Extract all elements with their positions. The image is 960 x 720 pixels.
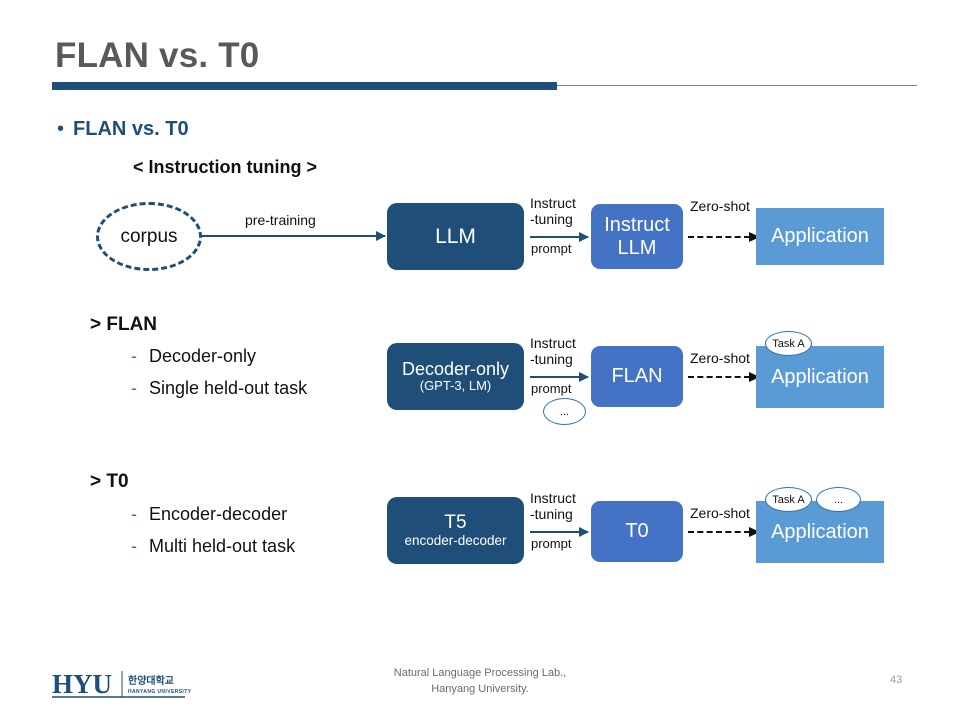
prompt-label-t0: prompt [531,536,572,551]
t0-sub-item-1: -Encoder-decoder [131,504,287,525]
svg-text:한양대학교: 한양대학교 [128,674,174,687]
section-heading-t0: > T0 [90,471,129,492]
title-rule-thick [52,82,557,90]
box-instruct-llm: Instruct LLM [591,204,683,269]
box-decoder-only: Decoder-only (GPT-3, LM) [387,343,524,410]
box-application-flan-label: Application [771,365,869,388]
instruct-line-1: Instruct [530,195,576,211]
corpus-ellipse: corpus [96,202,202,271]
zero-shot-label-top: Zero-shot [690,198,750,214]
box-llm: LLM [387,203,524,270]
box-llm-label: LLM [435,224,476,248]
zero-shot-label-t0: Zero-shot [690,505,750,521]
flan-sub-item-2-text: Single held-out task [149,378,308,398]
task-bubble-t0-a: Task A [765,487,812,512]
pretraining-arrow [200,231,386,241]
instruct-line-2: -tuning [530,505,573,522]
flan-sub-item-1-dash: - [131,346,137,366]
page-number: 43 [890,674,903,686]
instruct-tuning-label-flan: Instruct -tuning [530,335,576,368]
instruct-tuning-label-top: Instruct -tuning [530,195,576,228]
bullet-heading: • FLAN vs. T0 [57,118,189,141]
pretraining-label: pre-training [245,212,316,228]
t0-sub-item-2-dash: - [131,536,137,556]
box-application-top: Application [756,208,884,265]
corpus-label: corpus [120,225,178,247]
task-bubble-t0-ellipsis: ... [816,487,861,512]
hyu-logo: HYU 한양대학교 HANYANG UNIVERSITY [52,669,192,699]
bullet-dot-icon: • [57,118,65,140]
box-t5-line-1: T5 [444,512,467,534]
box-application-flan: Application [756,346,884,408]
zero-shot-label-flan: Zero-shot [690,350,750,366]
footer-caption-line-2: Hanyang University. [431,682,529,695]
box-application-top-label: Application [771,225,869,248]
svg-text:HYU: HYU [52,669,112,699]
ellipsis-bubble-flan: ... [543,398,586,425]
task-bubble-flan-a: Task A [765,331,812,356]
box-decoder-only-line-1: Decoder-only [401,358,510,379]
page-title: FLAN vs. T0 [55,36,260,75]
footer-caption-line-1: Natural Language Processing Lab., [393,667,567,679]
instruct-tuning-arrow-t0 [530,527,589,537]
svg-text:HANYANG UNIVERSITY: HANYANG UNIVERSITY [128,689,192,695]
box-t5: T5 encoder-decoder [387,497,524,564]
prompt-label-top: prompt [531,241,572,256]
bullet-heading-label: FLAN vs. T0 [73,118,189,140]
box-flan-label: FLAN [611,365,663,388]
instruct-tuning-arrow-top [530,232,589,242]
section-heading-flan: > FLAN [90,314,158,335]
flan-sub-item-2-dash: - [131,378,137,398]
zero-shot-arrow-flan [688,372,760,382]
instruct-tuning-arrow-flan [530,372,589,382]
instruct-tuning-label-t0: Instruct -tuning [530,490,576,523]
title-rule-thin [557,85,917,86]
t0-sub-item-1-text: Encoder-decoder [149,504,288,524]
box-flan: FLAN [591,346,683,407]
box-t5-line-2: encoder-decoder [404,533,507,549]
instruction-tuning-caption: < Instruction tuning > [133,157,317,177]
flan-sub-item-2: -Single held-out task [131,378,307,399]
zero-shot-arrow-top [688,232,760,242]
prompt-label-flan: prompt [531,381,572,396]
flan-sub-item-1-text: Decoder-only [149,346,257,366]
box-t0-label: T0 [625,520,649,543]
box-instruct-llm-line-1: Instruct [604,214,670,237]
flan-sub-item-1: -Decoder-only [131,346,256,367]
box-decoder-only-line-2: (GPT-3, LM) [419,378,492,394]
box-application-t0: Application [756,501,884,563]
box-t0: T0 [591,501,683,562]
instruct-line-2: -tuning [530,350,573,367]
box-instruct-llm-line-2: LLM [617,236,657,259]
instruct-line-2: -tuning [530,210,573,227]
box-application-t0-label: Application [771,520,869,543]
t0-sub-item-1-dash: - [131,504,137,524]
t0-sub-item-2-text: Multi held-out task [149,536,296,556]
zero-shot-arrow-t0 [688,527,760,537]
footer-caption: Natural Language Processing Lab., Hanyan… [0,666,960,698]
t0-sub-item-2: -Multi held-out task [131,536,295,557]
instruct-line-1: Instruct [530,490,576,506]
instruct-line-1: Instruct [530,335,576,351]
